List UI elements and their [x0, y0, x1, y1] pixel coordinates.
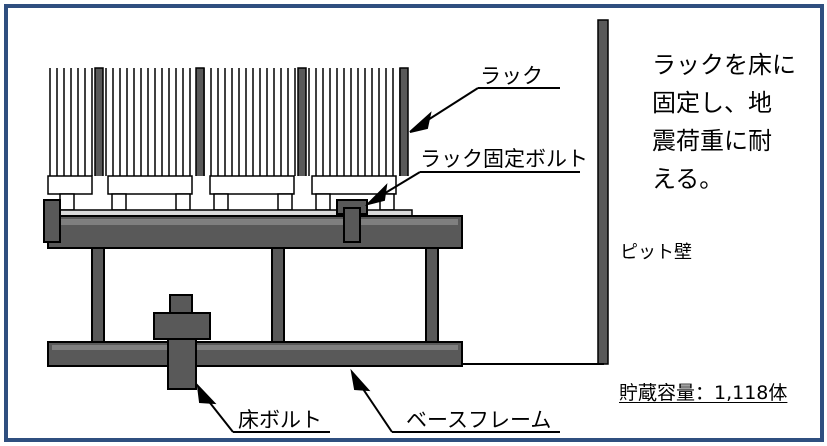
left-bolt — [43, 199, 61, 243]
floor-bolt — [153, 294, 211, 390]
pit-wall — [597, 19, 609, 365]
rack — [47, 67, 413, 217]
leader-base-frame — [350, 368, 560, 433]
leader-rack-fixing-bolt — [364, 171, 580, 206]
rack-fixing-bolt-label: ラック固定ボルト — [420, 147, 588, 171]
pit-wall-label: ピット壁 — [620, 242, 692, 263]
note-line: える。 — [652, 165, 724, 193]
support-post — [91, 247, 105, 345]
support-post — [271, 247, 285, 345]
floor-bolt-label: 床ボルト — [238, 408, 322, 432]
leader-floor-bolt — [196, 383, 330, 433]
note-line: 固定し、地 — [652, 89, 772, 117]
explanation-note: ラックを床に 固定し、地 震荷重に耐 える。 — [652, 46, 817, 198]
base-frame-label: ベースフレーム — [406, 408, 552, 432]
support-post — [425, 247, 439, 345]
rack-label: ラック — [480, 64, 543, 88]
leader-rack — [409, 87, 560, 133]
note-line: ラックを床に — [652, 51, 796, 79]
rack-fixing-bolt — [336, 199, 368, 243]
note-line: 震荷重に耐 — [652, 127, 772, 155]
storage-capacity-label: 貯蔵容量：1,118体 — [619, 382, 788, 404]
